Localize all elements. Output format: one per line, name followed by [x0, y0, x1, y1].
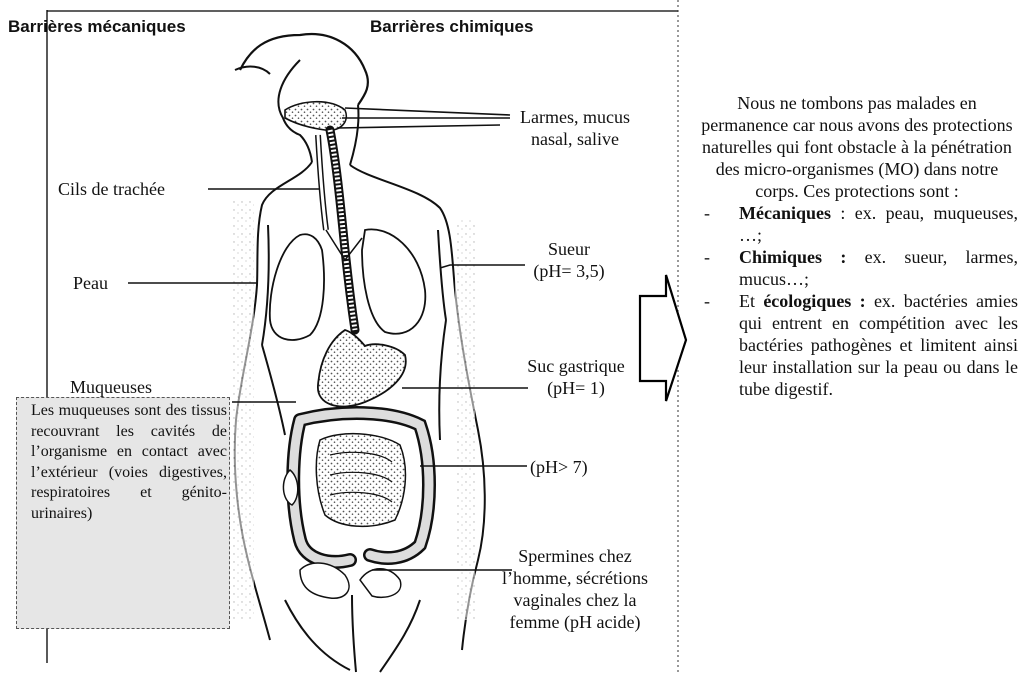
small-intestine [316, 434, 405, 527]
arrow-icon [640, 275, 686, 401]
stomach [318, 330, 406, 407]
item-prefix: Et [739, 291, 763, 311]
pelvic-organs [300, 563, 401, 598]
list-dash: - [704, 246, 710, 268]
item-title: écologiques : [763, 291, 865, 311]
label-suc-line2: (pH= 1) [510, 377, 642, 399]
muqueuses-definition-box: Les muqueuses sont des tissus recouvrant… [16, 397, 230, 629]
label-muqueuses: Muqueuses [70, 376, 152, 398]
protection-list: -Mécaniques : ex. peau, muqueuses, …; -C… [696, 202, 1018, 400]
right-lung [362, 229, 425, 333]
protection-item-ecologiques: -Et écologiques : ex. bactéries amies qu… [696, 290, 1018, 400]
label-larmes: Larmes, mucus nasal, salive [510, 106, 640, 150]
label-sueur-line2: (pH= 3,5) [520, 260, 618, 282]
label-suc-line1: Suc gastrique [510, 355, 642, 377]
protection-item-mecaniques: -Mécaniques : ex. peau, muqueuses, …; [696, 202, 1018, 246]
list-dash: - [704, 202, 710, 224]
label-spermines-line3: vaginales chez la [490, 589, 660, 611]
leader-larmes-3 [345, 108, 510, 115]
explanation-panel: Nous ne tombons pas malades en permanenc… [696, 92, 1018, 400]
protection-item-chimiques: -Chimiques : ex. sueur, larmes, mucus…; [696, 246, 1018, 290]
label-spermines-line2: l’homme, sécrétions [490, 567, 660, 589]
list-dash: - [704, 290, 710, 312]
label-peau: Peau [73, 272, 108, 294]
label-spermines-line4: femme (pH acide) [490, 611, 660, 633]
label-spermines-line1: Spermines chez [490, 545, 660, 567]
nasal-cavity [285, 102, 346, 131]
label-cils: Cils de trachée [58, 178, 165, 200]
item-title: Chimiques : [739, 247, 846, 267]
label-sueur-line1: Sueur [520, 238, 618, 260]
label-suc: Suc gastrique (pH= 1) [510, 355, 642, 399]
header-chemical: Barrières chimiques [370, 17, 533, 37]
muqueuses-definition-text: Les muqueuses sont des tissus recouvrant… [31, 401, 227, 524]
label-sueur: Sueur (pH= 3,5) [520, 238, 618, 282]
header-mechanical: Barrières mécaniques [8, 17, 186, 37]
label-spermines: Spermines chez l’homme, sécrétions vagin… [490, 545, 660, 633]
left-lung [270, 234, 324, 340]
leader-larmes-2 [338, 125, 500, 128]
label-larmes-line1: Larmes, mucus [510, 106, 640, 128]
item-title: Mécaniques [739, 203, 831, 223]
label-larmes-line2: nasal, salive [510, 128, 640, 150]
explanation-intro: Nous ne tombons pas malades en permanenc… [696, 92, 1018, 202]
label-ph7: (pH> 7) [530, 456, 588, 478]
